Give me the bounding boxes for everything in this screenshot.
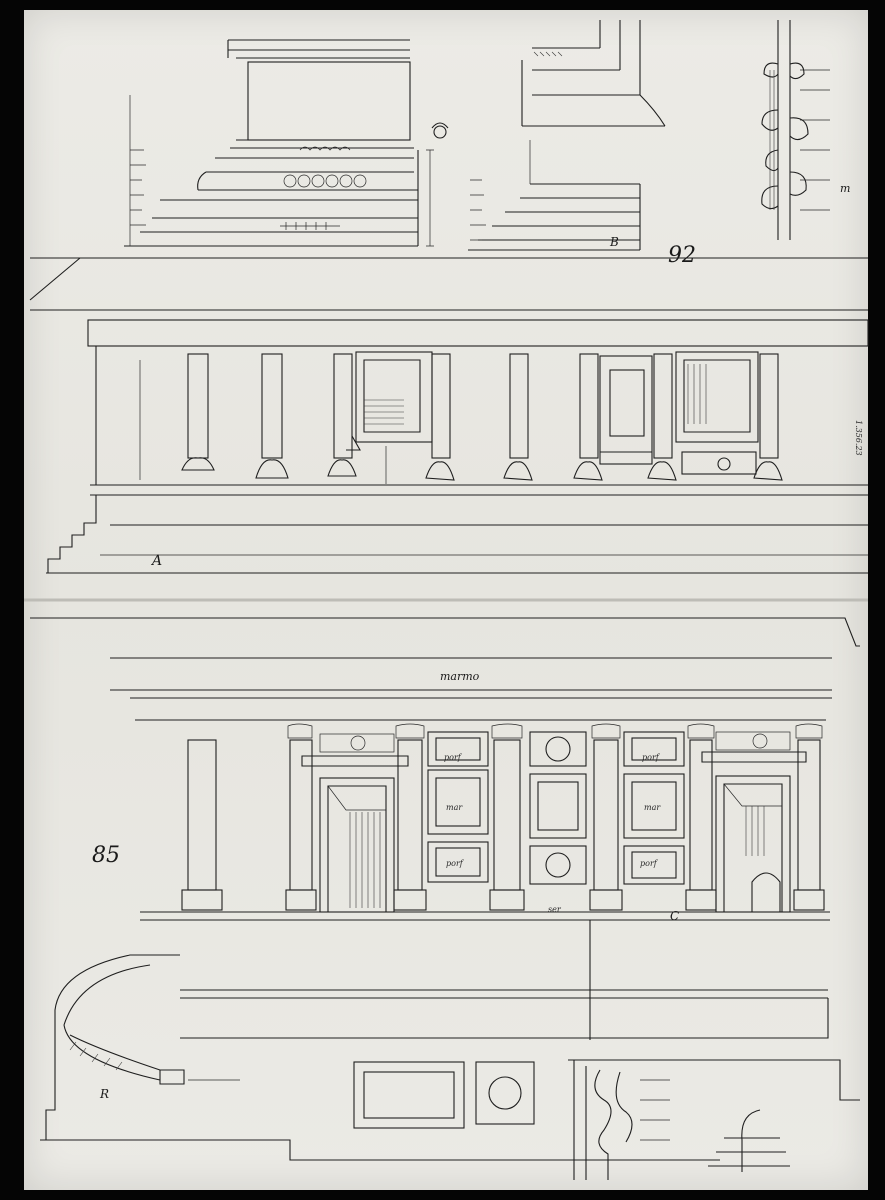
label-section-b: B [609,235,619,249]
panel-note-porf-2: porf [446,859,465,868]
niche-1 [346,351,433,451]
sheet-number: 92 [668,243,696,268]
elevation-c [30,617,860,1040]
base-profile [568,1059,860,1180]
label-marmo: marmo [440,670,480,683]
detail-panels [353,1061,535,1129]
niche-2 [675,351,759,475]
panel-stack-3 [623,731,685,885]
side-note: 1.356.23 [854,420,863,456]
label-section-c: C [670,909,679,923]
margin-number: 85 [92,843,120,868]
pedestal-profile-left [124,39,449,247]
panel-note-mar-1: mar [446,803,463,812]
panel-note-porf-1: porf [444,753,463,762]
arch-section-r [40,954,720,1161]
wall-panel [599,355,653,465]
doorway-2 [701,731,807,913]
panel-note-ser: ser [548,905,562,914]
panel-stack-2 [529,731,587,885]
elevation-a [29,257,869,574]
label-section-m: m [840,182,850,195]
label-section-a: A [150,553,162,569]
panel-note-porf-4: porf [640,859,659,868]
panel-stack-1 [427,731,489,883]
doorway-1 [301,733,409,913]
panel-note-porf-3: porf [642,753,661,762]
cornice-profile-b [468,20,666,251]
panel-note-mar-2: mar [644,803,661,812]
label-section-r: R [99,1087,109,1101]
moulding-profile-m [761,20,830,240]
